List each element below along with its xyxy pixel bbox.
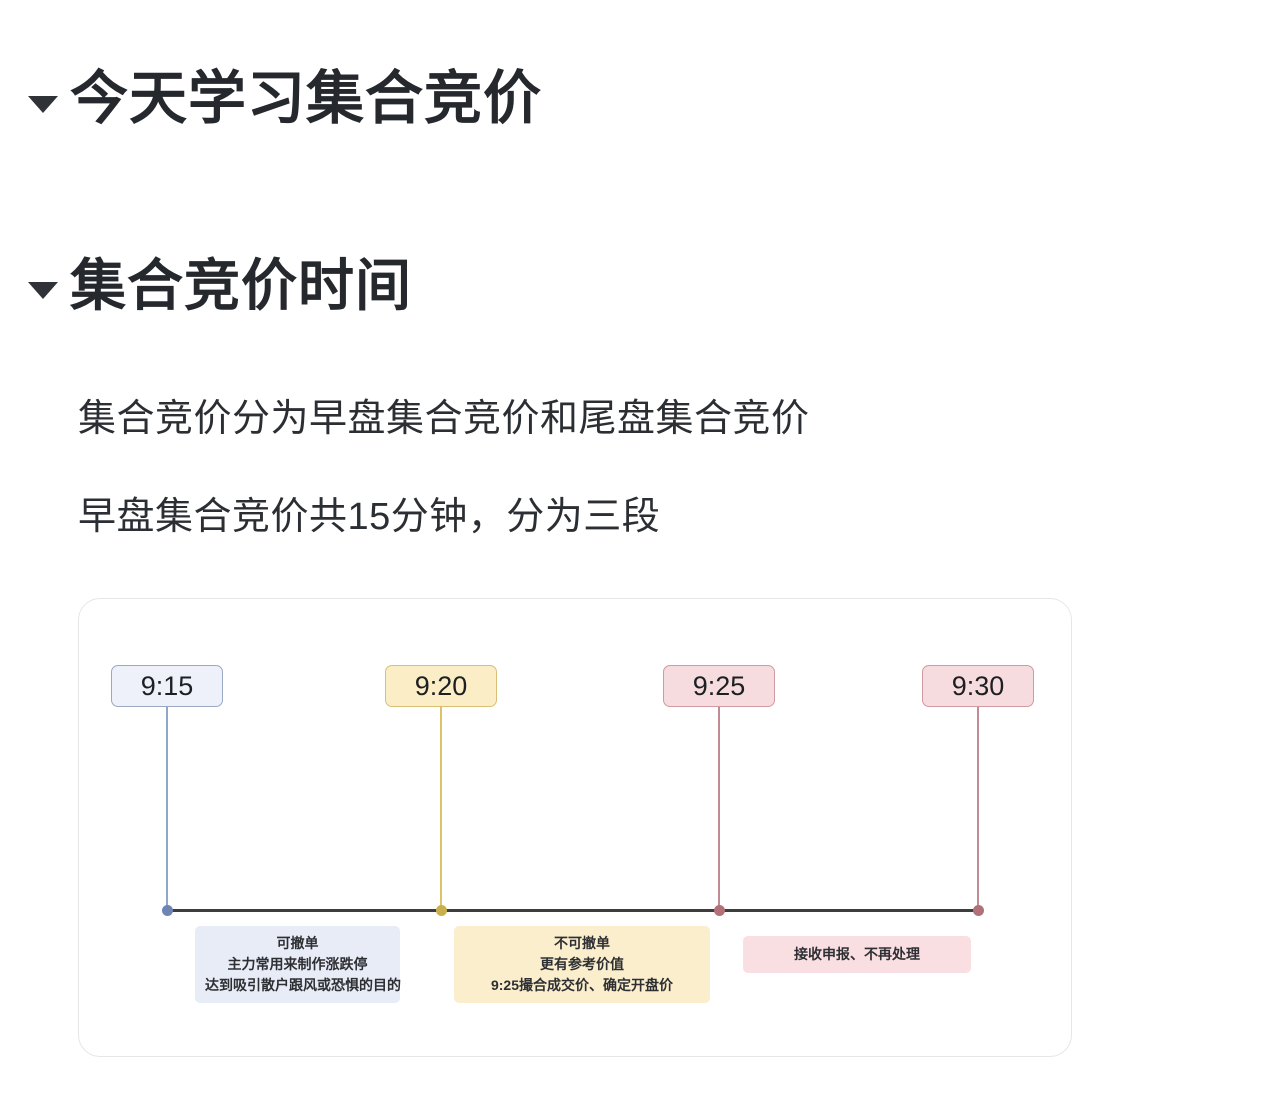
- timeline-node-dot: [435, 905, 447, 916]
- timeline-connector-line: [440, 707, 442, 911]
- timeline-axis: [167, 909, 978, 912]
- timeline-annotation-1: 可撤单主力常用来制作涨跌停达到吸引散户跟风或恐惧的目的: [195, 926, 401, 1003]
- time-label-9-20[interactable]: 9:20: [385, 665, 497, 707]
- annotation-line: 达到吸引散户跟风或恐惧的目的: [205, 977, 401, 993]
- time-label-9-25[interactable]: 9:25: [663, 665, 775, 707]
- timeline-node-dot: [713, 905, 725, 916]
- body-paragraph-2: 早盘集合竞价共15分钟，分为三段: [78, 496, 661, 538]
- timeline-connector-line: [977, 707, 979, 911]
- chevron-down-icon[interactable]: [28, 95, 58, 113]
- time-label-9-30[interactable]: 9:30: [922, 665, 1034, 707]
- page-title: 今天学习集合竞价: [70, 66, 543, 131]
- chevron-down-icon[interactable]: [28, 281, 58, 299]
- annotation-line: 接收申报、不再处理: [794, 946, 920, 962]
- timeline-diagram-card: 9:15 9:20 9:25 9:30 可撤单主力常用来制作涨跌停达到吸引散户跟风或恐惧…: [78, 598, 1072, 1057]
- timeline-connector-line: [166, 707, 168, 911]
- annotation-line: 可撤单: [276, 935, 319, 951]
- body-paragraph-1: 集合竞价分为早盘集合竞价和尾盘集合竞价: [78, 398, 810, 440]
- annotation-line: 更有参考价值: [540, 956, 624, 972]
- annotation-line: 主力常用来制作涨跌停: [227, 956, 368, 972]
- timeline-connector-line: [718, 707, 720, 911]
- annotation-line: 不可撤单: [554, 935, 610, 951]
- timeline-node-dot: [161, 905, 173, 916]
- time-label-9-15[interactable]: 9:15: [111, 665, 223, 707]
- heading-section-1[interactable]: 今天学习集合竞价: [28, 70, 542, 128]
- timeline-diagram: 9:15 9:20 9:25 9:30 可撤单主力常用来制作涨跌停达到吸引散户跟风或恐惧…: [79, 599, 1071, 1056]
- annotation-line: 9:25撮合成交价、确定开盘价: [490, 977, 674, 993]
- section-title: 集合竞价时间: [70, 254, 412, 317]
- timeline-node-dot: [972, 905, 984, 916]
- timeline-annotation-2: 不可撤单更有参考价值 9:25撮合成交价、确定开盘价: [454, 926, 710, 1003]
- timeline-annotation-3: 接收申报、不再处理: [743, 936, 971, 973]
- heading-section-2[interactable]: 集合竞价时间: [28, 258, 412, 314]
